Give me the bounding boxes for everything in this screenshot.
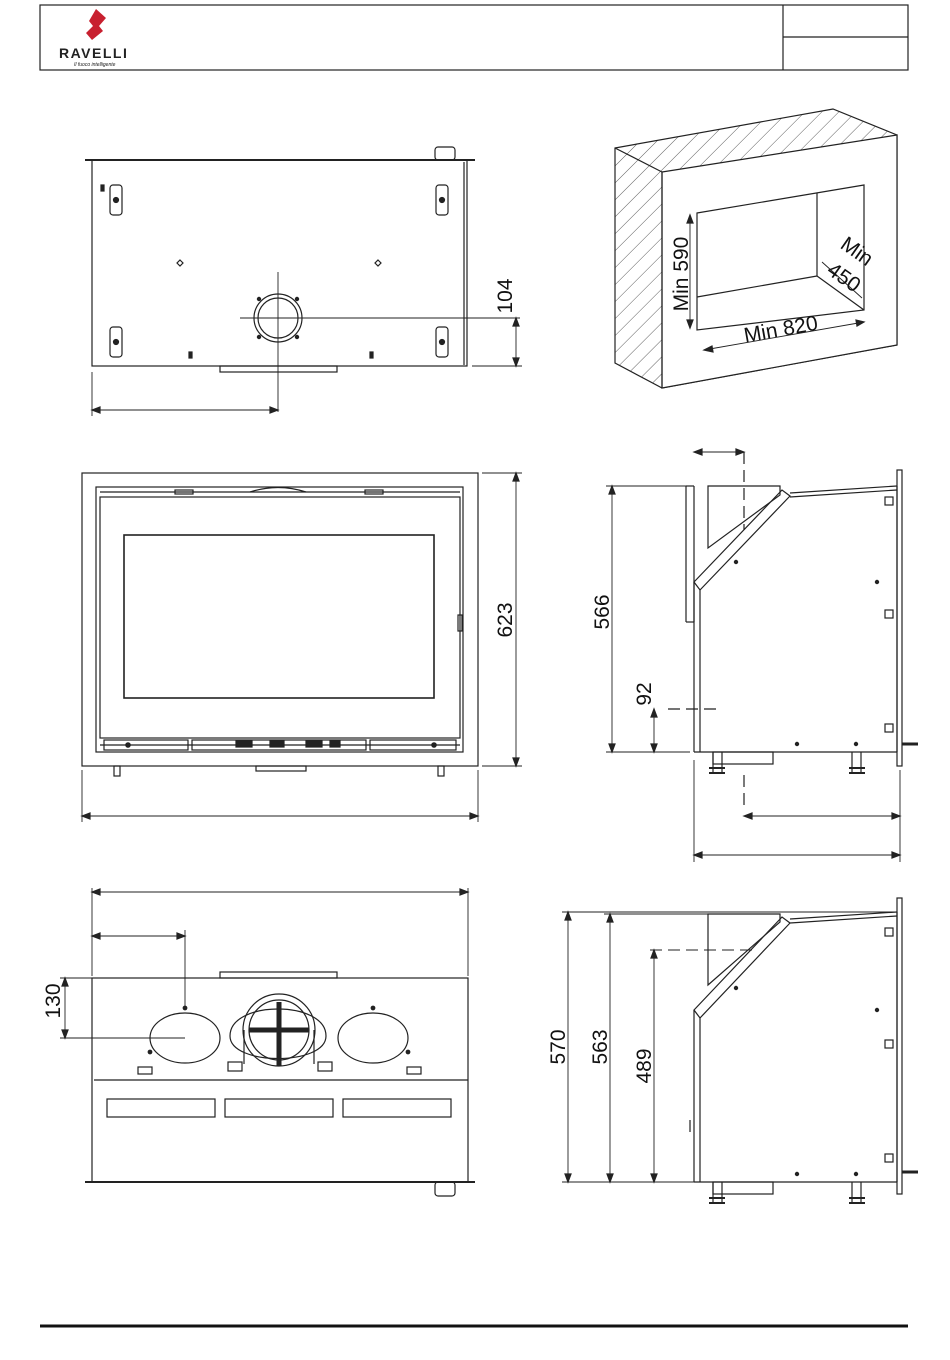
dim-rear-inner: 489 xyxy=(633,1048,656,1083)
niche-min-height: Min 590 xyxy=(670,237,693,312)
dim-top-view-height: 104 xyxy=(494,278,517,313)
dim-side-bottom: 92 xyxy=(633,682,656,705)
title-block xyxy=(40,5,908,70)
dim-rear-mid: 563 xyxy=(589,1029,612,1064)
brand-name: RAVELLI xyxy=(59,45,128,61)
dim-front-height: 623 xyxy=(494,602,517,637)
brand-tagline: Il fuoco intelligente xyxy=(74,62,116,68)
brand-logo: RAVELLI Il fuoco intelligente xyxy=(59,9,128,68)
top-view xyxy=(85,147,522,416)
dim-rear-top-offset: 130 xyxy=(42,983,65,1018)
dim-side-height: 566 xyxy=(591,594,614,629)
side-view xyxy=(606,449,918,862)
flame-logo-icon xyxy=(86,9,106,40)
dim-rear-total: 570 xyxy=(547,1029,570,1064)
front-view xyxy=(82,473,522,822)
rear-view xyxy=(60,888,475,1196)
side-view-lower xyxy=(562,898,918,1204)
